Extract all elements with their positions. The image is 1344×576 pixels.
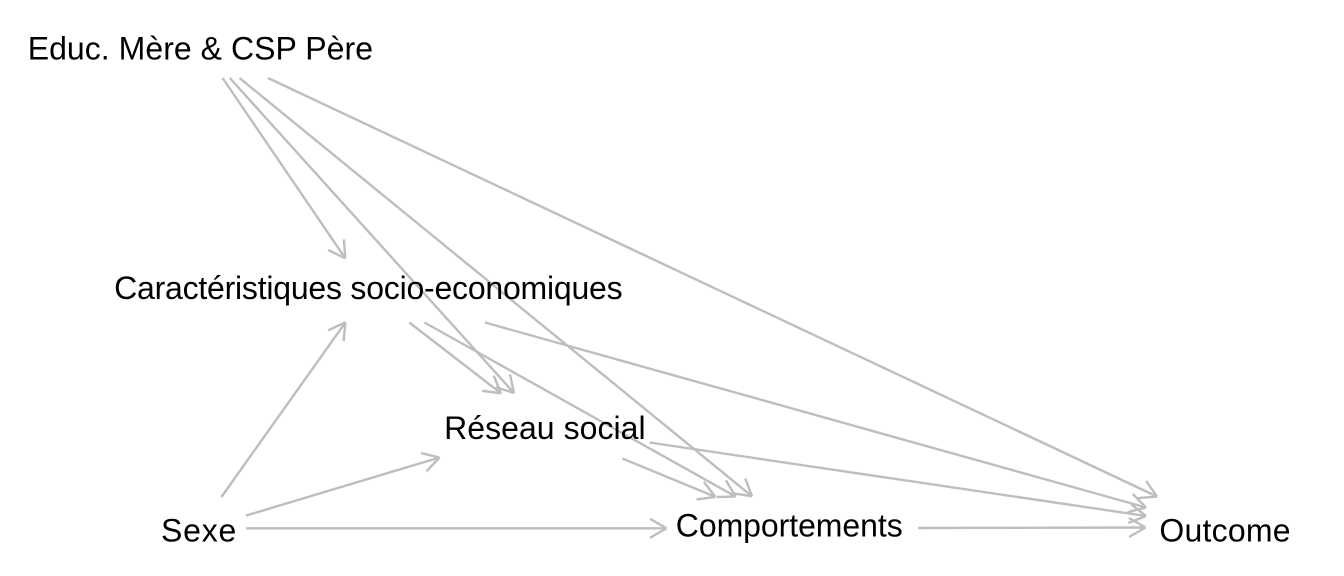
svg-text:Sexe: Sexe xyxy=(161,512,236,548)
svg-text:Educ. Mère & CSP Père: Educ. Mère & CSP Père xyxy=(28,31,373,67)
svg-text:Comportements: Comportements xyxy=(676,507,903,543)
svg-text:Outcome: Outcome xyxy=(1159,513,1290,549)
svg-text:Réseau social: Réseau social xyxy=(444,410,645,446)
svg-text:Caractéristiques socio-economi: Caractéristiques socio-economiques xyxy=(114,270,622,306)
